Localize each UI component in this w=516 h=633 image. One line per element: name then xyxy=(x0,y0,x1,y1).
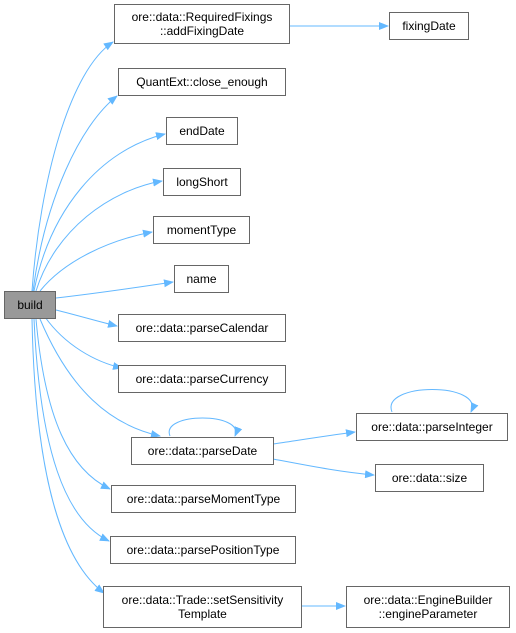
node-closeenough[interactable]: QuantExt::close_enough xyxy=(118,68,286,96)
node-longshort-label: longShort xyxy=(176,175,228,189)
node-parseinteger-label: ore::data::parseInteger xyxy=(371,420,493,434)
node-engineparameter-line1: ore::data::EngineBuilder xyxy=(363,593,493,607)
edge-build-parsemomenttype xyxy=(35,318,111,490)
node-enddate[interactable]: endDate xyxy=(166,117,238,145)
node-fixingdate[interactable]: fixingDate xyxy=(389,12,469,40)
node-parseinteger[interactable]: ore::data::parseInteger xyxy=(356,413,508,441)
edge-parsedate-size xyxy=(272,458,375,479)
node-setsensitivity-line1: ore::data::Trade::setSensitivity xyxy=(121,593,284,607)
node-momenttype-label: momentType xyxy=(166,223,237,237)
edge-parsedate-parseinteger xyxy=(272,429,356,445)
node-setsensitivity[interactable]: ore::data::Trade::setSensitivity Templat… xyxy=(103,586,302,628)
node-addfixingdate-line1: ore::data::RequiredFixings xyxy=(131,10,273,24)
node-parsecurrency-label: ore::data::parseCurrency xyxy=(135,372,269,386)
node-parsecurrency[interactable]: ore::data::parseCurrency xyxy=(118,365,286,393)
node-parsepositiontype-label: ore::data::parsePositionType xyxy=(126,543,280,557)
node-parsemomenttype-label: ore::data::parseMomentType xyxy=(126,492,281,506)
edge-build-name xyxy=(55,279,174,299)
node-parsedate[interactable]: ore::data::parseDate xyxy=(131,437,274,465)
node-enddate-label: endDate xyxy=(179,124,225,138)
node-size[interactable]: ore::data::size xyxy=(375,464,484,492)
node-size-label: ore::data::size xyxy=(391,471,468,485)
node-longshort[interactable]: longShort xyxy=(163,168,241,196)
node-name-label: name xyxy=(186,272,217,286)
node-engineparameter[interactable]: ore::data::EngineBuilder ::engineParamet… xyxy=(346,586,510,628)
edge-build-parsecalendar xyxy=(55,309,118,328)
edge-build-setsensitivity xyxy=(31,318,105,594)
build-node: build xyxy=(4,291,56,319)
build-label: build xyxy=(17,298,43,312)
edge-parseinteger-self xyxy=(390,389,479,413)
edge-build-parsedate xyxy=(39,318,161,438)
edge-build-longshort xyxy=(35,178,163,292)
node-engineparameter-line2: ::engineParameter xyxy=(378,607,478,621)
edge-build-closeenough xyxy=(32,95,118,292)
edge-parsedate-self xyxy=(168,417,243,437)
node-setsensitivity-line2: Template xyxy=(178,607,227,621)
node-parsecalendar[interactable]: ore::data::parseCalendar xyxy=(118,314,286,342)
edge-build-momenttype xyxy=(39,229,153,292)
edge-build-enddate xyxy=(33,132,166,292)
node-addfixingdate[interactable]: ore::data::RequiredFixings ::addFixingDa… xyxy=(114,4,290,44)
node-parsemomenttype[interactable]: ore::data::parseMomentType xyxy=(111,485,296,513)
node-fixingdate-label: fixingDate xyxy=(402,19,456,33)
edge-build-parsepositiontype xyxy=(33,318,110,542)
node-name[interactable]: name xyxy=(174,265,229,293)
edge-build-parsecurrency xyxy=(44,316,123,370)
node-momenttype[interactable]: momentType xyxy=(153,216,250,244)
node-addfixingdate-line2: ::addFixingDate xyxy=(159,24,245,38)
node-parsepositiontype[interactable]: ore::data::parsePositionType xyxy=(110,536,296,564)
node-closeenough-label: QuantExt::close_enough xyxy=(136,75,268,89)
node-parsedate-label: ore::data::parseDate xyxy=(147,444,258,458)
node-parsecalendar-label: ore::data::parseCalendar xyxy=(135,321,269,335)
edge-build-addfixingdate xyxy=(31,41,114,292)
